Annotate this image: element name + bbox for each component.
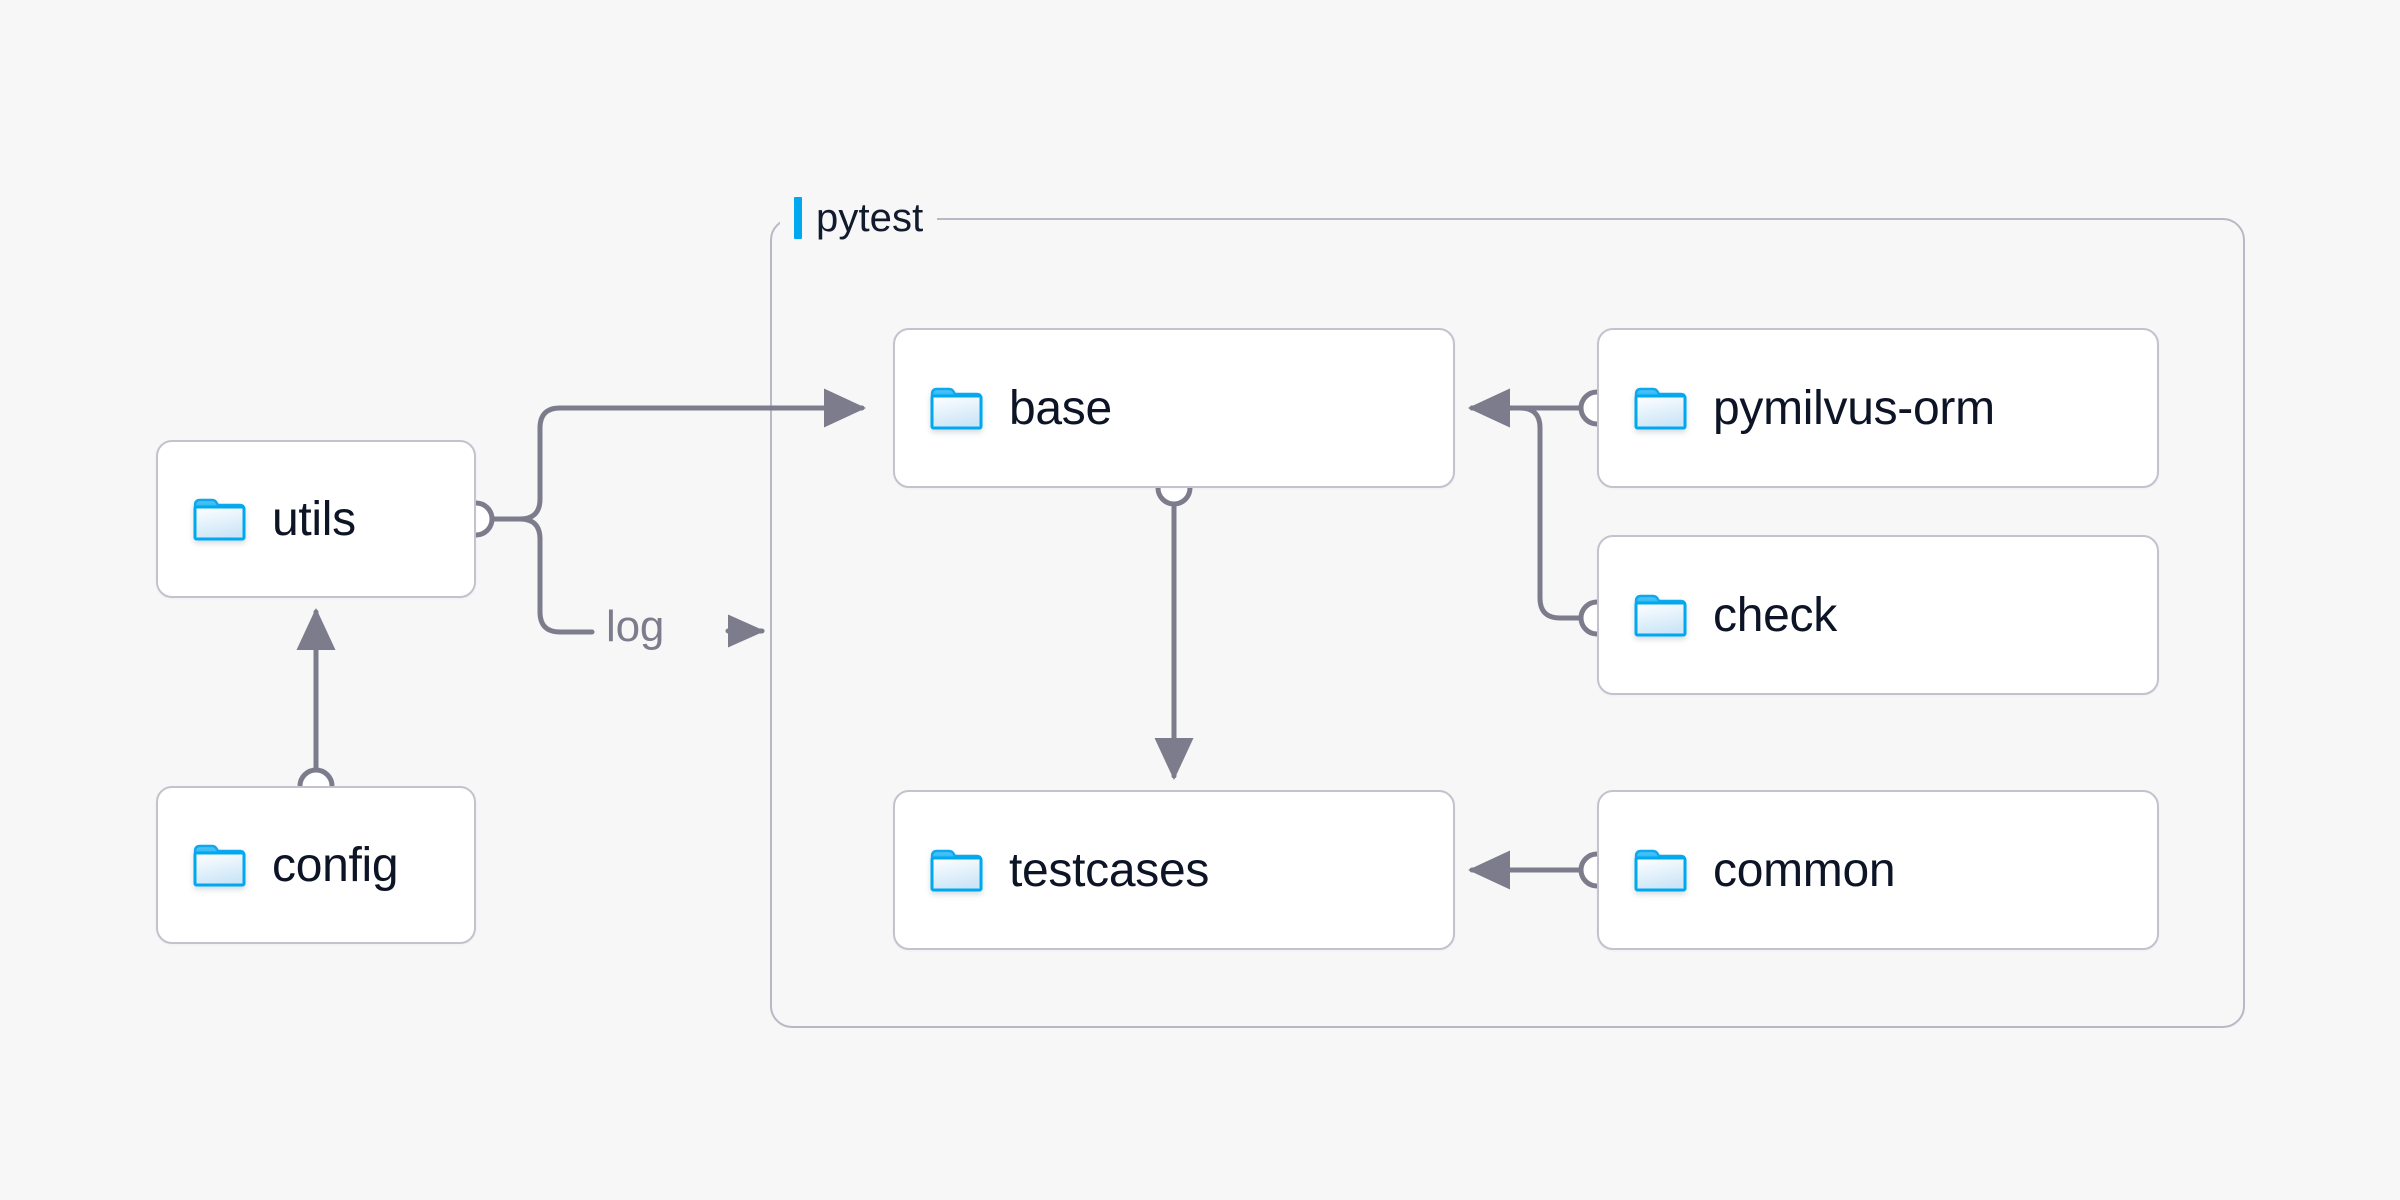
accent-bar-icon [794, 197, 802, 239]
edge-check-to-base [1467, 388, 1584, 621]
node-testcases[interactable]: testcases [893, 790, 1455, 950]
node-base[interactable]: base [893, 328, 1455, 488]
node-label-base: base [1009, 381, 1112, 435]
node-pymilvus-orm[interactable]: pymilvus-orm [1597, 328, 2159, 488]
folder-icon [929, 385, 983, 431]
folder-icon [192, 496, 246, 542]
node-config[interactable]: config [156, 786, 476, 944]
group-container-pytest[interactable] [770, 218, 2245, 1028]
node-utils[interactable]: utils [156, 440, 476, 598]
node-label-testcases: testcases [1009, 843, 1210, 897]
node-label-config: config [272, 838, 399, 892]
group-label-pytest: pytest [780, 190, 938, 246]
folder-icon [1633, 385, 1687, 431]
node-check[interactable]: check [1597, 535, 2159, 695]
folder-icon [1633, 592, 1687, 638]
edge-label-log: log [606, 602, 665, 651]
node-label-pymilvus-orm: pymilvus-orm [1713, 381, 1995, 435]
folder-icon [1633, 847, 1687, 893]
edge-utils-to-base [489, 388, 867, 522]
node-common[interactable]: common [1597, 790, 2159, 950]
node-label-common: common [1713, 843, 1896, 897]
node-label-utils: utils [272, 492, 356, 546]
group-title: pytest [816, 195, 924, 240]
node-label-check: check [1713, 588, 1837, 642]
folder-icon [192, 842, 246, 888]
edge-utils-to-log [489, 516, 595, 635]
folder-icon [929, 847, 983, 893]
